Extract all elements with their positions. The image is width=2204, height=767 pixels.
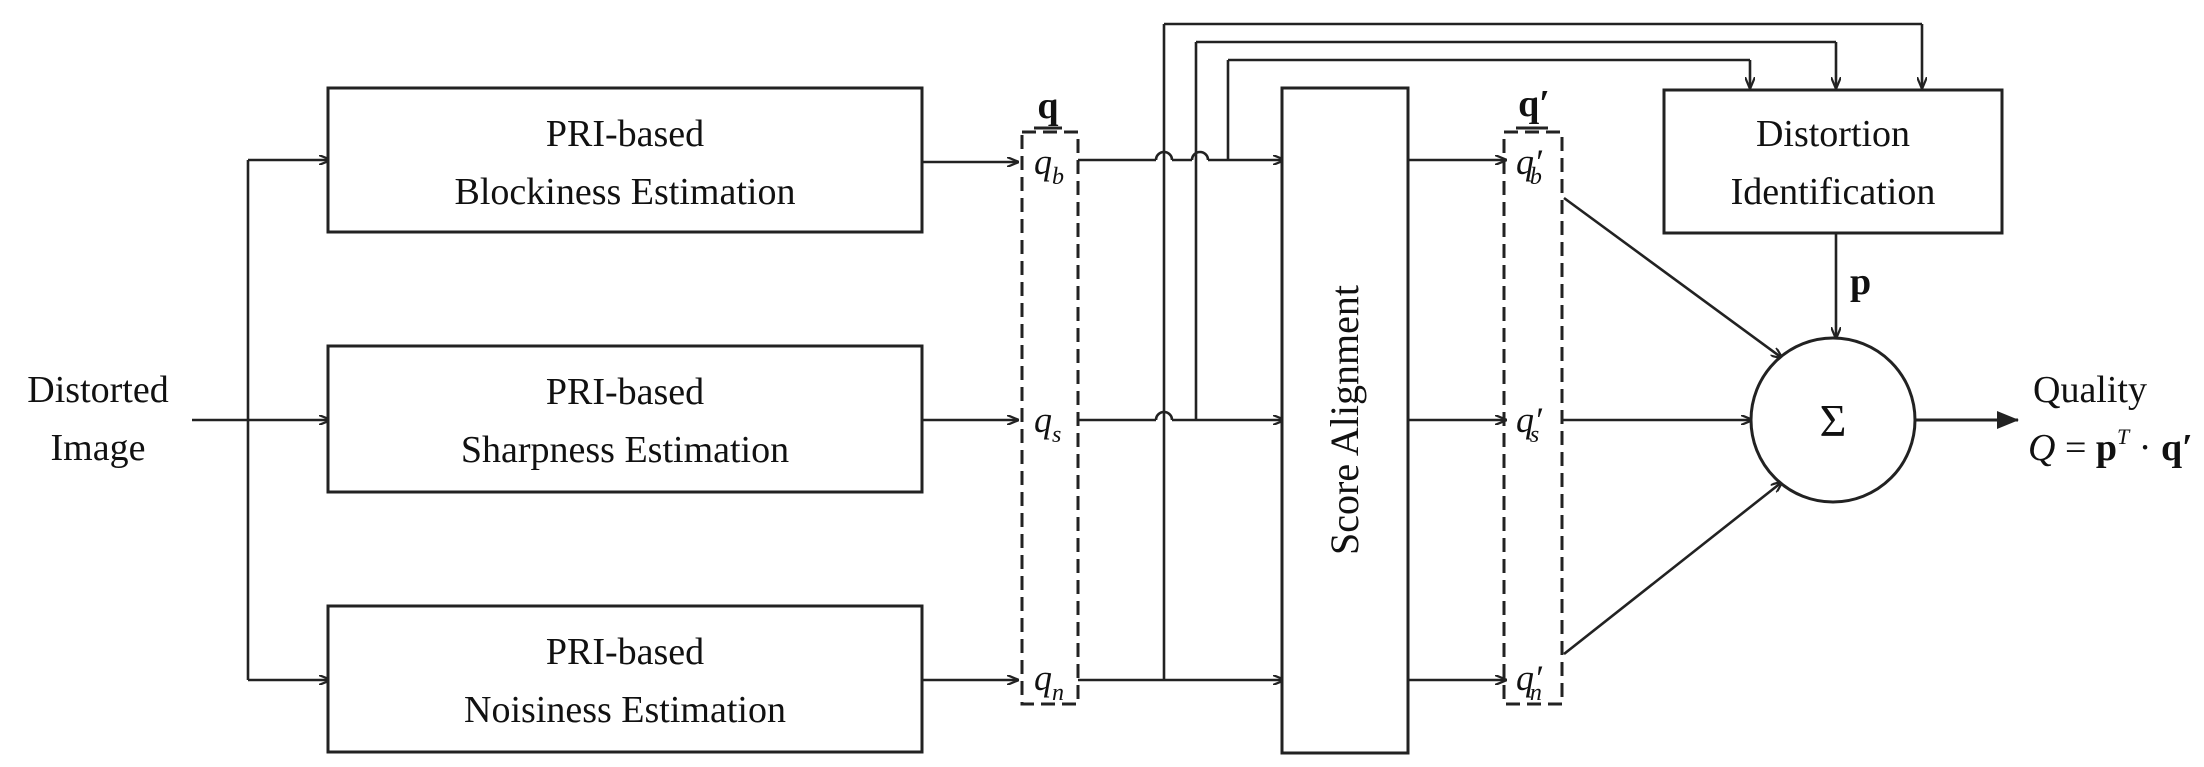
sharpness-line2: Sharpness Estimation — [461, 429, 789, 471]
sum-node: Σ — [1749, 336, 1917, 504]
q-vector-label: q — [1037, 85, 1058, 127]
q-to-alignment-connectors — [1078, 22, 1922, 680]
noisiness-estimator-box: PRI-based Noisiness Estimation — [326, 604, 924, 754]
q-prime-b-label: q′b — [1516, 142, 1543, 190]
q-n-label: qn — [1034, 658, 1064, 706]
q-b-label: qb — [1034, 142, 1064, 190]
blockiness-estimator-box: PRI-based Blockiness Estimation — [326, 86, 924, 234]
q-prime-s-label: q′s — [1516, 400, 1543, 448]
q-s-label: qs — [1034, 400, 1061, 448]
p-label: p — [1850, 261, 1871, 303]
input-label-line1: Distorted — [27, 369, 168, 411]
noisiness-line1: PRI-based — [546, 631, 704, 673]
sharpness-line1: PRI-based — [546, 371, 704, 413]
sum-symbol: Σ — [1820, 395, 1847, 446]
distortion-identification-box: Distortion Identification — [1662, 88, 2004, 235]
q-prime-vector-label: q′ — [1518, 83, 1550, 125]
alignment-output-arrows — [1408, 160, 1506, 680]
blockiness-line2: Blockiness Estimation — [455, 171, 796, 213]
q-prime-vector: q′ q′b q′s q′n — [1502, 83, 1564, 706]
identification-line1: Distortion — [1756, 113, 1910, 155]
q-vector: q qb qs qn — [1020, 85, 1080, 706]
q-prime-n-label: q′n — [1516, 658, 1543, 706]
blockiness-line1: PRI-based — [546, 113, 704, 155]
noisiness-line2: Noisiness Estimation — [464, 689, 786, 731]
sharpness-estimator-box: PRI-based Sharpness Estimation — [326, 344, 924, 494]
score-alignment-box: Score Alignment — [1280, 86, 1410, 755]
score-alignment-label: Score Alignment — [1322, 285, 1367, 555]
output-formula: Q = pT · q′ — [2028, 424, 2193, 469]
input-label-line2: Image — [51, 427, 146, 469]
q-prime-to-sum-arrows — [1562, 196, 1782, 656]
estimator-output-arrows — [922, 162, 1018, 680]
output-label: Quality — [2033, 369, 2147, 411]
input-connectors — [192, 160, 330, 680]
identification-line2: Identification — [1731, 171, 1936, 213]
